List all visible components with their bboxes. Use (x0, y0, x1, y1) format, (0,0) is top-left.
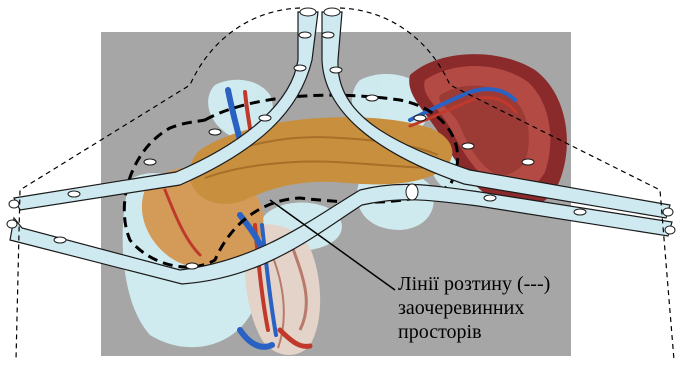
caption-text: Лінії розтину (---) заочеревинних просто… (398, 272, 678, 344)
caption-line-3: просторів (398, 320, 678, 344)
caption-line-1: Лінії розтину (---) (398, 272, 678, 296)
caption-line-2: заочеревинних (398, 296, 678, 320)
